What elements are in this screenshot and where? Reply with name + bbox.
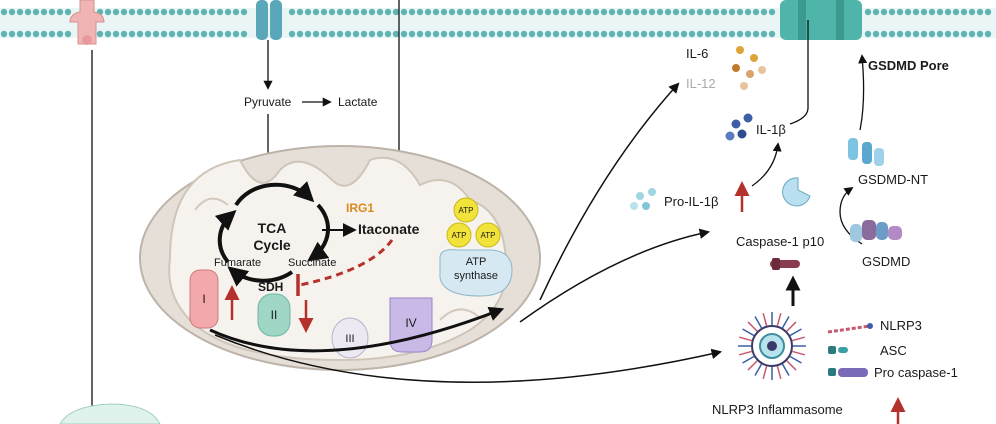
sdh-label: SDH [258,280,283,294]
il1b-cluster [725,113,753,141]
svg-text:ATP: ATP [481,231,496,240]
asc-legend-icon [828,346,848,354]
receptor-icon [69,0,105,45]
gsdmd-nt-icon [848,138,884,166]
complex-ii: II [257,293,291,337]
il1b-label: IL-1β [756,122,786,137]
complex-i: I [189,269,219,329]
gsdmd-nt-label: GSDMD-NT [858,172,928,187]
irg1-label: IRG1 [346,201,374,215]
asc-label: ASC [880,343,907,358]
arrow-to-pro-il1b [519,228,711,323]
succinate-label: Succinate [288,257,336,269]
arrow-to-inflammasome [214,334,723,383]
svg-text:synthase: synthase [454,270,498,282]
nucleus-edge [59,403,161,424]
gsdmd-label: GSDMD [862,254,910,269]
svg-text:ATP: ATP [452,231,467,240]
gsdmd-icon [850,220,902,242]
il12-label: IL-12 [686,76,716,91]
atp-molecule: ATP [475,222,501,248]
pyruvate-label: Pyruvate [244,95,292,109]
svg-text:IV: IV [405,316,416,330]
gsdmd-pore-label: GSDMD Pore [868,58,949,73]
pro-caspase1-label: Pro caspase-1 [874,365,958,380]
svg-text:ATP: ATP [466,256,487,268]
cycle-label: Cycle [253,237,291,253]
complex-iii: III [331,317,369,359]
pro-il1b-label: Pro-IL-1β [664,194,718,209]
complex-i-to-atp-arrow [209,306,505,353]
inflammasome-label: NLRP3 Inflammasome [712,402,843,417]
caspase1-p10-label: Caspase-1 p10 [736,234,824,249]
cytokine-cluster [732,46,766,90]
svg-text:III: III [345,333,354,345]
gsdmd-pore-icon [780,0,862,40]
atp-molecule: ATP [453,197,479,223]
inflammasome-icon [738,312,806,380]
transporter-icon [256,0,282,40]
il1b-release-line [789,20,809,125]
caspase-pacman-icon [782,177,811,207]
itaconate-label: Itaconate [358,221,420,237]
tca-cycle [214,181,331,287]
pro-caspase1-legend-icon [828,368,868,377]
lactate-label: Lactate [338,95,378,109]
pro-il1b-to-il1b-arrow [751,142,782,187]
svg-text:I: I [202,292,205,306]
tca-label: TCA [258,220,287,236]
itaconate-inhibition-line [299,239,394,287]
caspase-fragment-icon [770,258,800,270]
arrow-to-il6 [539,82,680,301]
nlrp3-label: NLRP3 [880,318,922,333]
nlrp3-legend-icon [827,323,873,334]
il6-label: IL-6 [686,46,708,61]
atp-synthase: ATP synthase [439,249,513,297]
svg-text:ATP: ATP [459,206,474,215]
atp-molecule: ATP [446,222,472,248]
pro-il1b-cluster [630,188,656,210]
gsdmd-nt-to-pore-arrow [858,54,868,131]
complex-iv: IV [389,297,433,353]
svg-text:II: II [271,308,278,322]
fumarate-label: Fumarate [214,257,261,269]
